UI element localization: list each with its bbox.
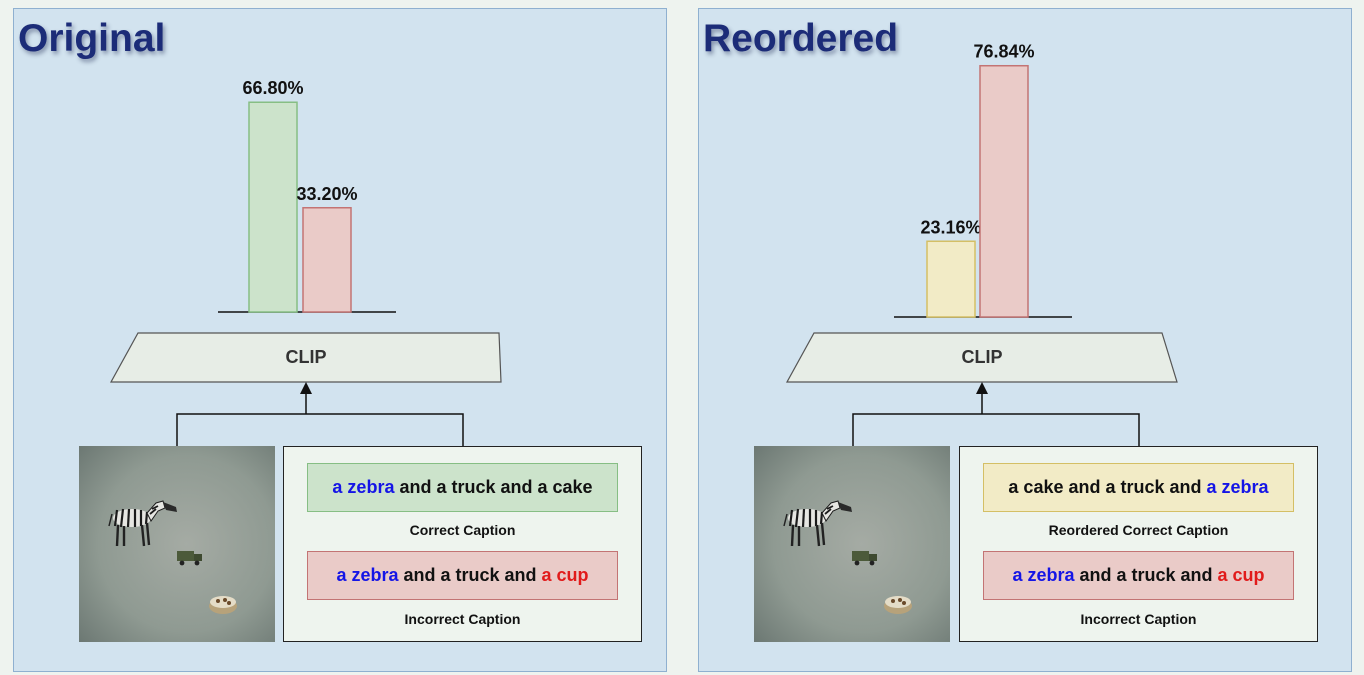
clip-model-block bbox=[109, 332, 502, 383]
incorrect-caption-label: Incorrect Caption bbox=[1080, 611, 1197, 627]
caption-box: a cake and a truck and a zebra Reordered… bbox=[959, 446, 1318, 642]
original-panel: Original 66.80% 33.20% CLIP bbox=[13, 8, 667, 672]
truck-icon bbox=[852, 551, 877, 566]
wrong-object-highlight: a cup bbox=[1217, 565, 1265, 585]
incorrect-caption-label: Incorrect Caption bbox=[404, 611, 521, 627]
reordered-caption-bar bbox=[926, 240, 976, 318]
correct-caption-bar bbox=[248, 101, 298, 313]
bar-chart: 66.80% 33.20% bbox=[218, 78, 396, 313]
object-highlight: a zebra bbox=[1206, 477, 1269, 497]
panel-title: Reordered bbox=[703, 17, 899, 60]
incorrect-caption: a zebra and a truck and a cup bbox=[307, 551, 618, 600]
wrong-object-highlight: a cup bbox=[541, 565, 589, 585]
original-diagram: 66.80% 33.20% CLIP bbox=[109, 78, 502, 446]
object-highlight: a zebra bbox=[332, 477, 395, 497]
input-connector-arrow bbox=[176, 382, 464, 446]
caption-text: a cake and a truck and bbox=[1008, 477, 1207, 497]
truck-icon bbox=[177, 551, 202, 566]
caption-text: and a truck and bbox=[1074, 565, 1218, 585]
bar-value-label: 23.16% bbox=[920, 217, 981, 237]
reordered-correct-caption: a cake and a truck and a zebra bbox=[983, 463, 1294, 512]
correct-caption-label: Correct Caption bbox=[409, 522, 516, 538]
object-highlight: a zebra bbox=[1012, 565, 1075, 585]
caption-box: a zebra and a truck and a cake Correct C… bbox=[283, 446, 642, 642]
bar-value-label: 33.20% bbox=[296, 184, 357, 204]
bar-value-label: 66.80% bbox=[242, 78, 303, 98]
bar-value-label: 76.84% bbox=[973, 42, 1034, 62]
bar-chart: 23.16% 76.84% bbox=[894, 42, 1072, 318]
cake-icon bbox=[884, 596, 912, 614]
input-connector-arrow bbox=[852, 382, 1140, 446]
bar-group: 23.16% 76.84% bbox=[920, 42, 1035, 318]
object-highlight: a zebra bbox=[336, 565, 399, 585]
incorrect-caption-bar bbox=[302, 207, 352, 313]
clip-model-block bbox=[785, 332, 1178, 383]
reordered-diagram: 23.16% 76.84% CLIP bbox=[785, 42, 1178, 446]
reordered-correct-caption-label: Reordered Correct Caption bbox=[1048, 522, 1229, 538]
correct-caption: a zebra and a truck and a cake bbox=[307, 463, 618, 512]
incorrect-caption-bar bbox=[979, 64, 1029, 318]
clip-label: CLIP bbox=[285, 347, 326, 367]
zebra-icon bbox=[108, 500, 177, 547]
clip-label: CLIP bbox=[961, 347, 1002, 367]
bar-group: 66.80% 33.20% bbox=[242, 78, 358, 313]
scene-image bbox=[754, 446, 950, 642]
cake-icon bbox=[209, 596, 237, 614]
reordered-panel: Reordered 23.16% 76.84% CLIP bbox=[698, 8, 1352, 672]
scene-image bbox=[79, 446, 275, 642]
zebra-icon bbox=[783, 500, 852, 547]
caption-text: and a truck and a cake bbox=[394, 477, 593, 497]
caption-text: and a truck and bbox=[398, 565, 542, 585]
incorrect-caption: a zebra and a truck and a cup bbox=[983, 551, 1294, 600]
panel-title: Original bbox=[18, 17, 166, 60]
